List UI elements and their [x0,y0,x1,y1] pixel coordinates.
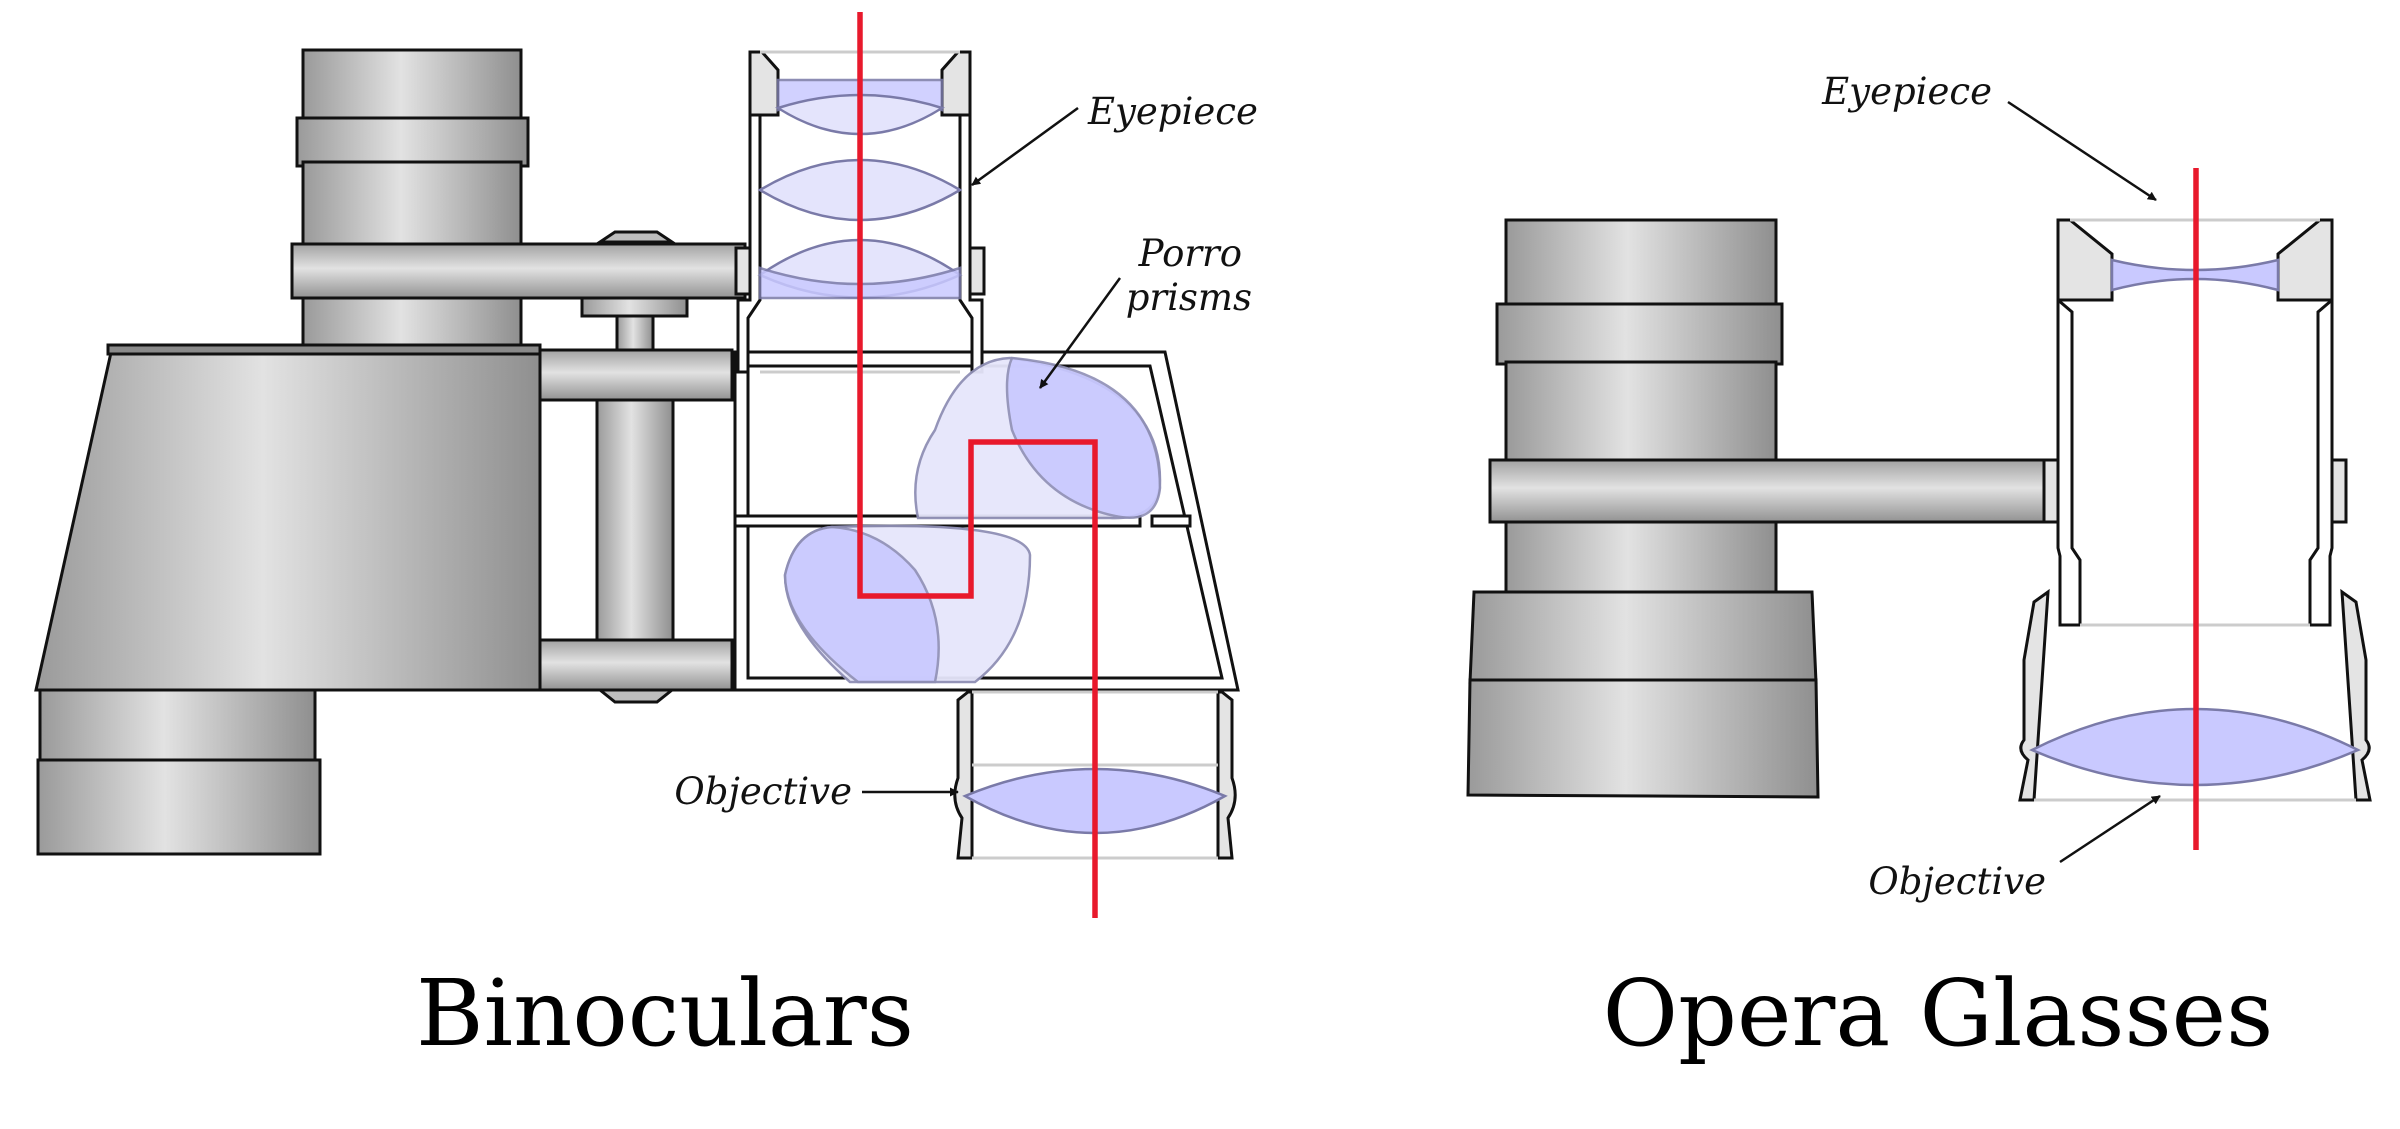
opera-glasses-left-barrel [1495,218,1784,594]
binoculars-eyepiece-label: Eyepiece [1087,90,1258,133]
binoculars-hinge-top [538,348,734,402]
binoculars-objective-label: Objective [674,770,852,813]
binoculars-left-body [34,346,542,692]
opera-glasses-left-objective [1468,590,1818,684]
opera-glasses-title: Opera Glasses [1603,960,2274,1067]
binoculars-focus-wheel [580,230,689,704]
binoculars-title: Binoculars [416,960,914,1067]
binoculars-body-rim [106,343,542,356]
opera-glasses-objective-label: Objective [1868,860,2046,903]
opera-glasses-objective-tube [2018,588,2372,802]
opera-glasses-eyepiece-leader [2007,100,2157,202]
binoculars-porro-leader [1038,277,1122,389]
binoculars-bridge [290,242,747,300]
opera-glasses-bridge [1488,458,2050,524]
binoculars-light-ray [857,12,1098,918]
opera-glasses-eyepiece-label: Eyepiece [1821,70,1992,113]
binoculars-figure: Eyepiece Porro prisms Objective Binocula… [34,12,1258,1067]
binoculars-left-objective-tube [36,688,322,856]
opera-glasses-eyepiece-tube [2042,218,2348,627]
binoculars-hinge-bottom [538,638,734,692]
binoculars-porro-label-line1: Porro [1138,232,1242,275]
opera-glasses-left-objective-lower [1466,678,1820,799]
binoculars-eyepiece-leader [971,106,1079,187]
binoculars-left-barrel [295,48,530,353]
opera-glasses-objective-leader [2059,794,2161,864]
binoculars-porro-label-line2: prisms [1126,276,1252,319]
opera-glasses-figure: Eyepiece Objective Opera Glasses [1466,70,2372,1067]
